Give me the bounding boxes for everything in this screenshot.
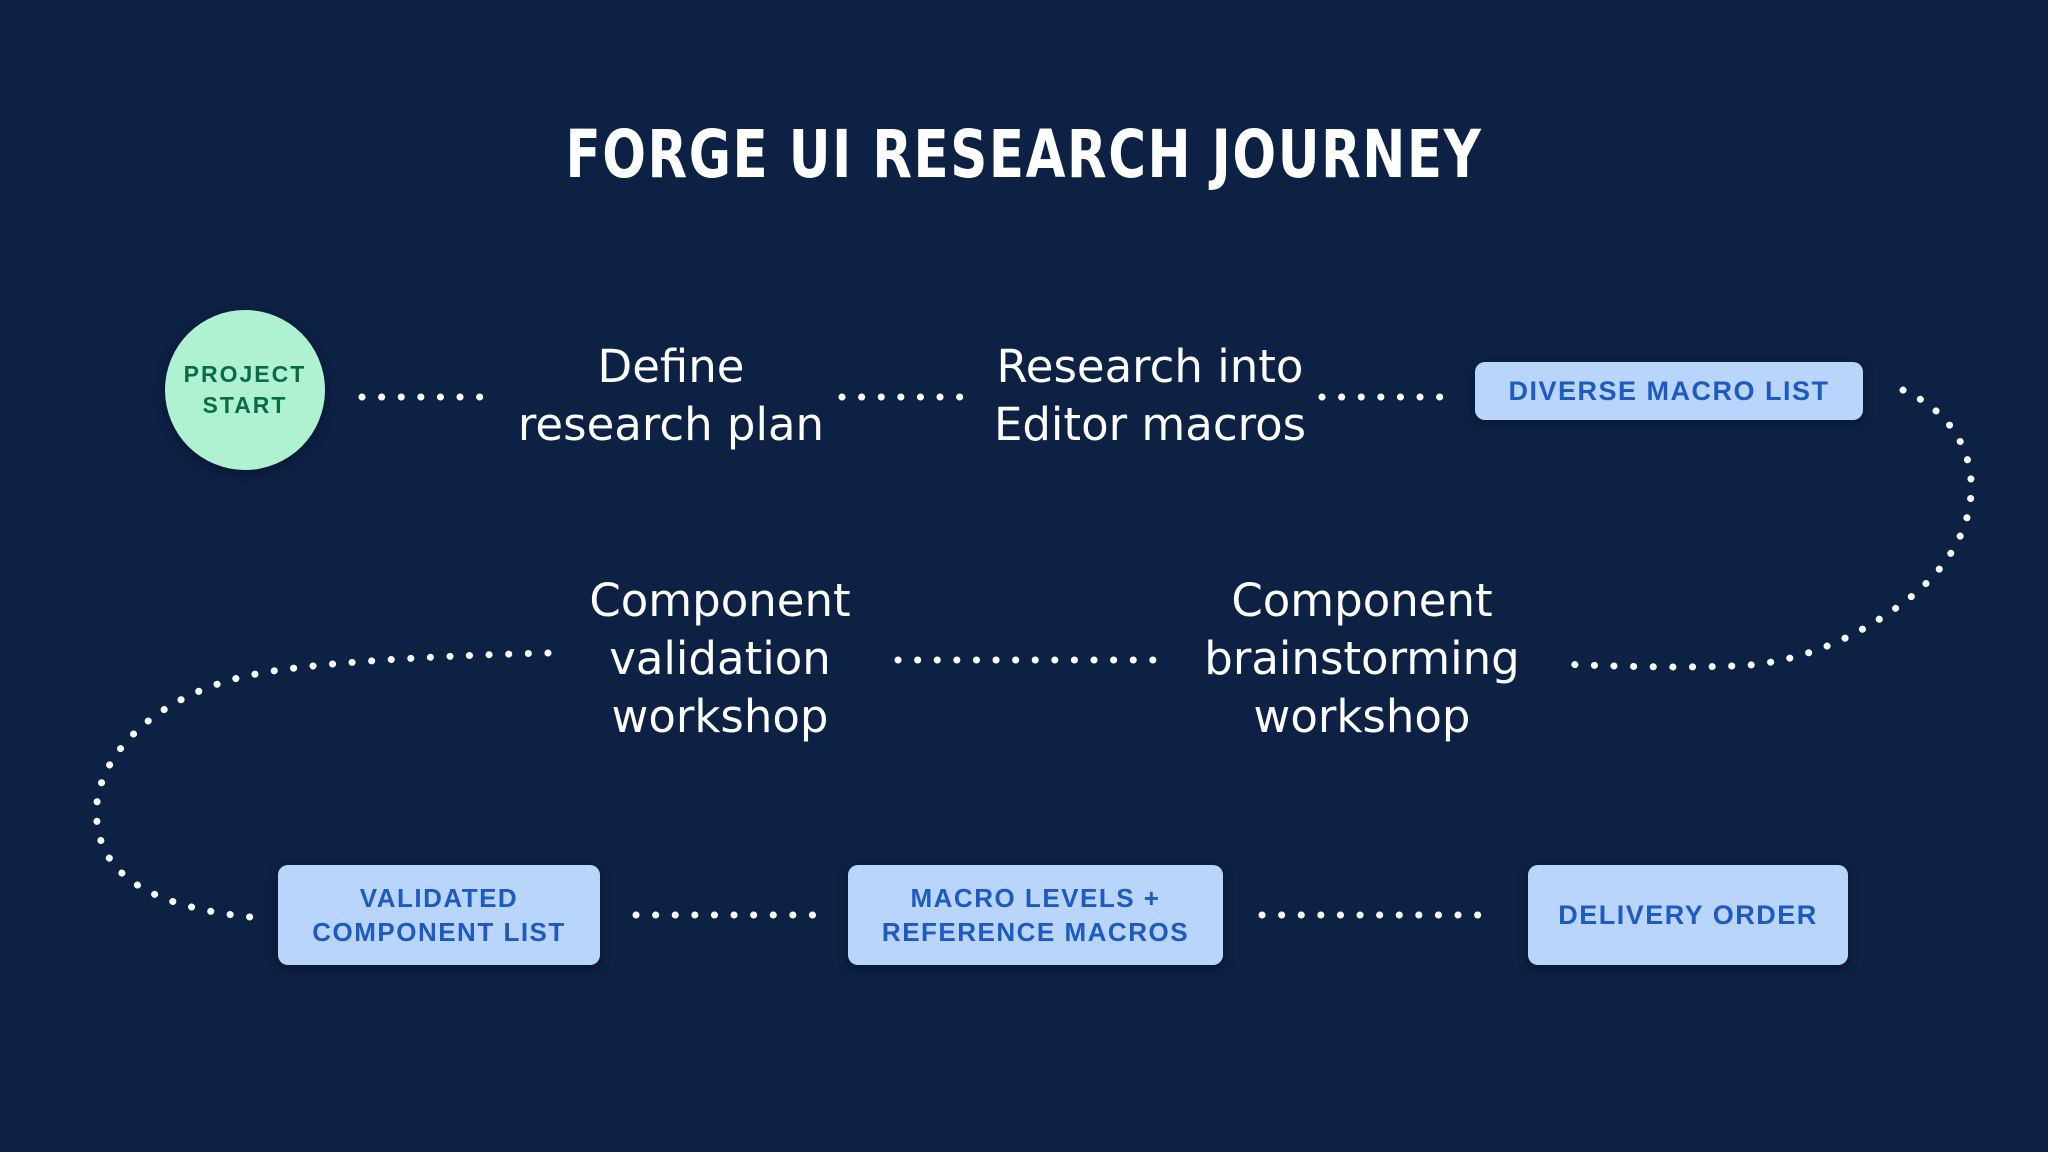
- step-component-validation-workshop: Component validation workshop: [589, 574, 851, 743]
- step-define-research-plan: Define research plan: [517, 340, 825, 451]
- artifact-macro-levels-reference-macros: MACRO LEVELS + REFERENCE MACROS: [848, 865, 1223, 965]
- step-research-editor-macros: Research into Editor macros: [993, 340, 1307, 451]
- project-start-node: PROJECT START: [165, 310, 325, 470]
- artifact-validated-component-list: VALIDATED COMPONENT LIST: [278, 865, 600, 965]
- page-title: FORGE UI RESEARCH JOURNEY: [565, 116, 1483, 193]
- artifact-diverse-macro-list: DIVERSE MACRO LIST: [1475, 362, 1863, 420]
- connector-diverse-list-to-brainstorming-curve: [1553, 386, 1975, 671]
- step-component-brainstorming-workshop: Component brainstorming workshop: [1204, 574, 1520, 743]
- artifact-delivery-order: DELIVERY ORDER: [1528, 865, 1848, 965]
